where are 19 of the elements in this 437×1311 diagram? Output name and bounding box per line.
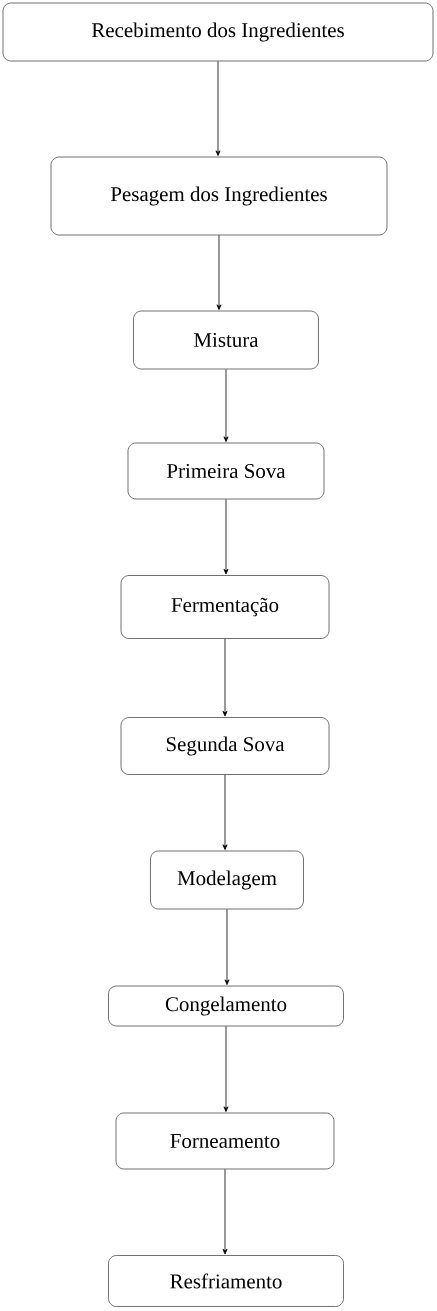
process-box: Primeira Sova: [127, 442, 325, 500]
process-box: Fermentação: [120, 575, 330, 639]
arrow: [223, 369, 229, 442]
arrow: [223, 1026, 229, 1112]
arrow: [222, 1169, 228, 1255]
arrow: [223, 499, 229, 575]
process-box: Modelagem: [150, 850, 304, 910]
arrow: [224, 909, 230, 985]
arrow: [222, 638, 228, 717]
process-box: Mistura: [133, 310, 319, 370]
process-box: Pesagem dos Ingredientes: [50, 156, 388, 236]
process-box: Recebimento dos Ingredientes: [2, 2, 434, 62]
arrow: [215, 61, 221, 156]
arrow: [222, 774, 228, 850]
process-box: Resfriamento: [108, 1255, 344, 1307]
process-box: Segunda Sova: [120, 717, 330, 775]
process-box: Congelamento: [108, 985, 344, 1027]
process-box: Forneamento: [115, 1112, 335, 1170]
arrow: [216, 235, 222, 310]
